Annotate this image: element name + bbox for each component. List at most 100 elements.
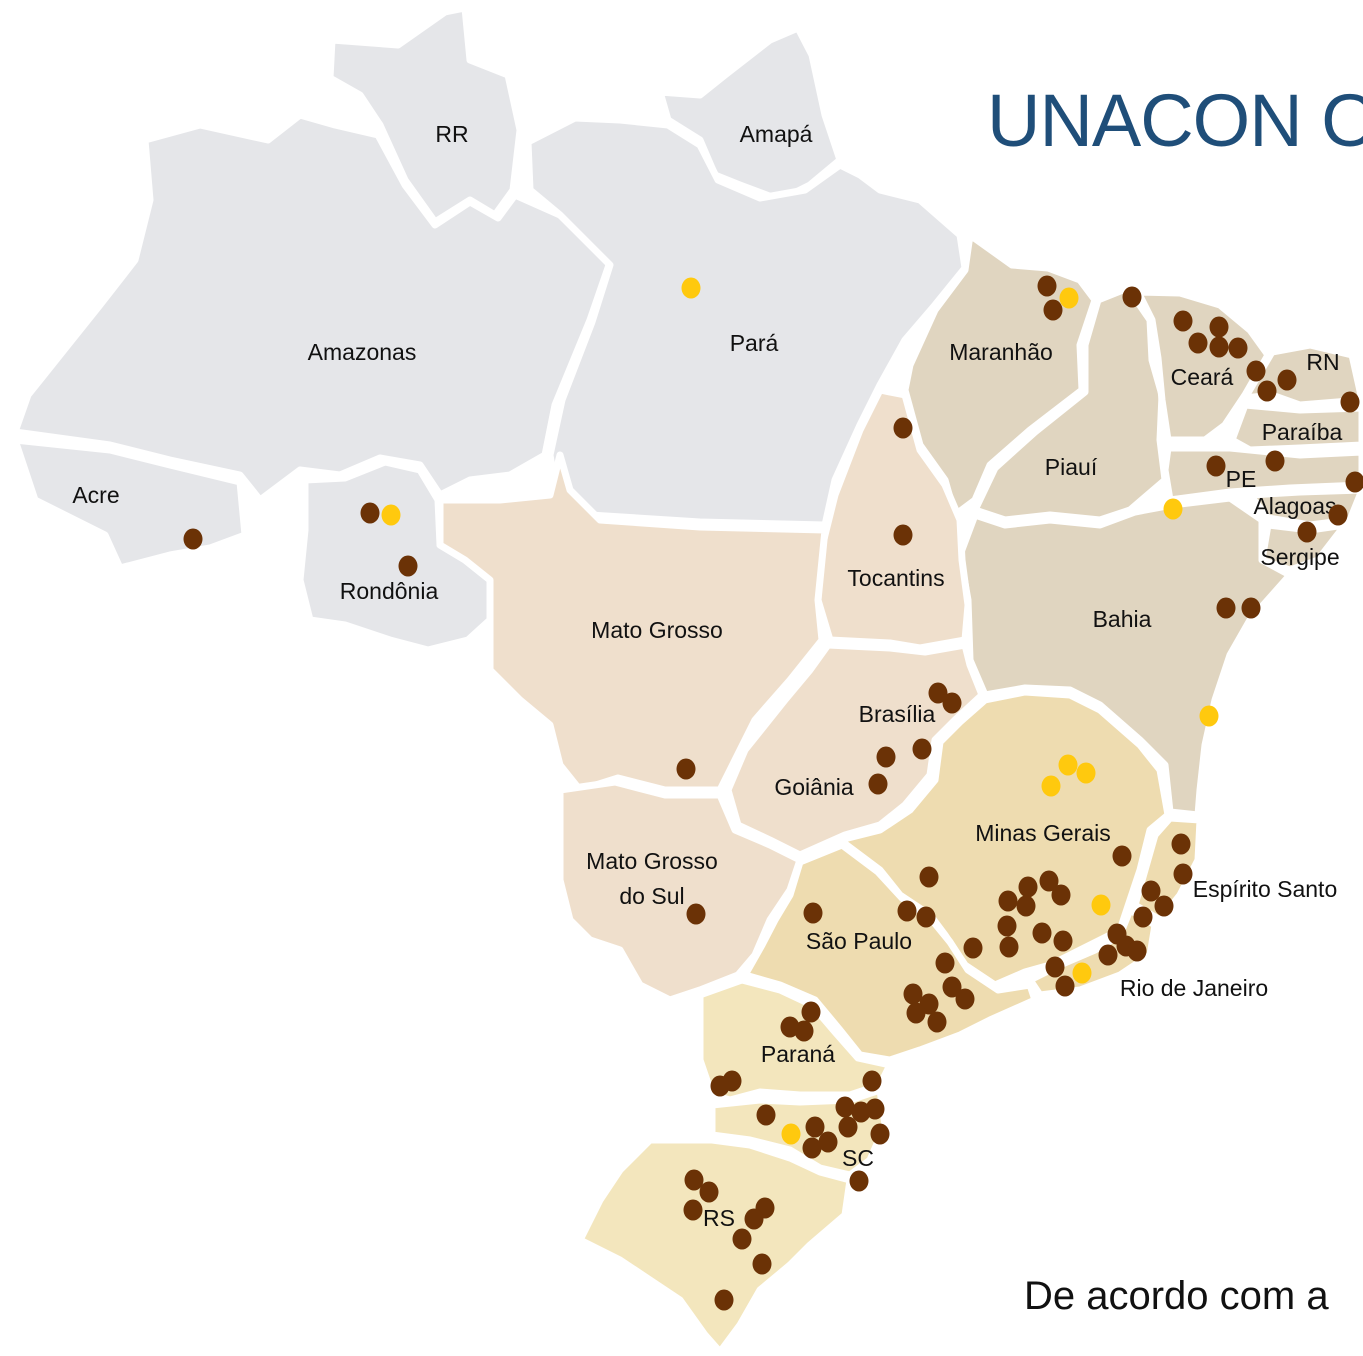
- marker-brown[interactable]: [1018, 876, 1038, 898]
- marker-brown[interactable]: [1297, 521, 1317, 543]
- marker-brown[interactable]: [942, 692, 962, 714]
- marker-brown[interactable]: [1053, 930, 1073, 952]
- marker-brown[interactable]: [1228, 337, 1248, 359]
- marker-brown[interactable]: [1340, 391, 1360, 413]
- marker-brown[interactable]: [1039, 870, 1059, 892]
- marker-brown[interactable]: [997, 915, 1017, 937]
- state-amazonas[interactable]: [11, 111, 614, 504]
- marker-brown[interactable]: [1173, 863, 1193, 885]
- marker-brown[interactable]: [916, 906, 936, 928]
- marker-brown[interactable]: [865, 1098, 885, 1120]
- state-roraima[interactable]: [326, 4, 524, 226]
- marker-brown[interactable]: [802, 1137, 822, 1159]
- marker-brown[interactable]: [1016, 895, 1036, 917]
- marker-brown[interactable]: [912, 738, 932, 760]
- marker-yellow[interactable]: [781, 1123, 801, 1145]
- marker-yellow[interactable]: [1163, 498, 1183, 520]
- marker-brown[interactable]: [1209, 316, 1229, 338]
- marker-brown[interactable]: [1257, 380, 1277, 402]
- marker-yellow[interactable]: [1072, 962, 1092, 984]
- marker-brown[interactable]: [1037, 275, 1057, 297]
- marker-yellow[interactable]: [1199, 705, 1219, 727]
- marker-brown[interactable]: [876, 746, 896, 768]
- marker-brown[interactable]: [1277, 369, 1297, 391]
- marker-brown[interactable]: [794, 1020, 814, 1042]
- marker-brown[interactable]: [998, 890, 1018, 912]
- state-piaui[interactable]: [971, 284, 1169, 524]
- marker-brown[interactable]: [1216, 597, 1236, 619]
- marker-brown[interactable]: [1171, 833, 1191, 855]
- marker-brown[interactable]: [732, 1228, 752, 1250]
- marker-brown[interactable]: [935, 952, 955, 974]
- marker-brown[interactable]: [1154, 895, 1174, 917]
- marker-brown[interactable]: [838, 1116, 858, 1138]
- marker-brown[interactable]: [1265, 450, 1285, 472]
- state-paraiba[interactable]: [1228, 401, 1363, 454]
- marker-brown[interactable]: [803, 902, 823, 924]
- marker-brown[interactable]: [919, 866, 939, 888]
- state-rs[interactable]: [576, 1136, 854, 1356]
- marker-brown[interactable]: [955, 988, 975, 1010]
- marker-brown[interactable]: [683, 1199, 703, 1221]
- marker-brown[interactable]: [963, 937, 983, 959]
- marker-brown[interactable]: [1345, 471, 1363, 493]
- marker-brown[interactable]: [942, 976, 962, 998]
- marker-brown[interactable]: [818, 1131, 838, 1153]
- marker-brown[interactable]: [1122, 286, 1142, 308]
- marker-brown[interactable]: [699, 1181, 719, 1203]
- marker-brown[interactable]: [1133, 906, 1153, 928]
- marker-brown[interactable]: [906, 1002, 926, 1024]
- marker-yellow[interactable]: [1058, 754, 1078, 776]
- marker-brown[interactable]: [927, 1011, 947, 1033]
- marker-brown[interactable]: [1188, 332, 1208, 354]
- marker-brown[interactable]: [1032, 922, 1052, 944]
- marker-brown[interactable]: [903, 983, 923, 1005]
- marker-brown[interactable]: [752, 1253, 772, 1275]
- marker-yellow[interactable]: [381, 504, 401, 526]
- marker-brown[interactable]: [360, 502, 380, 524]
- state-goias[interactable]: [724, 641, 986, 859]
- marker-brown[interactable]: [1045, 956, 1065, 978]
- marker-brown[interactable]: [1209, 336, 1229, 358]
- marker-brown[interactable]: [1055, 975, 1075, 997]
- marker-yellow[interactable]: [1059, 287, 1079, 309]
- marker-brown[interactable]: [801, 1001, 821, 1023]
- marker-brown[interactable]: [756, 1104, 776, 1126]
- marker-brown[interactable]: [928, 682, 948, 704]
- state-ceara[interactable]: [1134, 288, 1272, 444]
- marker-brown[interactable]: [849, 1170, 869, 1192]
- marker-brown[interactable]: [862, 1070, 882, 1092]
- marker-brown[interactable]: [1043, 299, 1063, 321]
- marker-brown[interactable]: [1141, 880, 1161, 902]
- state-bahia[interactable]: [956, 494, 1294, 819]
- marker-yellow[interactable]: [1076, 762, 1096, 784]
- marker-brown[interactable]: [897, 900, 917, 922]
- state-tocantins[interactable]: [814, 386, 972, 652]
- marker-brown[interactable]: [1241, 597, 1261, 619]
- marker-brown[interactable]: [999, 936, 1019, 958]
- marker-yellow[interactable]: [1041, 775, 1061, 797]
- marker-brown[interactable]: [398, 555, 418, 577]
- marker-yellow[interactable]: [1091, 894, 1111, 916]
- marker-brown[interactable]: [1051, 884, 1071, 906]
- marker-brown[interactable]: [893, 417, 913, 439]
- marker-yellow[interactable]: [681, 277, 701, 299]
- marker-brown[interactable]: [870, 1123, 890, 1145]
- marker-brown[interactable]: [676, 758, 696, 780]
- state-mato-grosso[interactable]: [436, 451, 829, 794]
- marker-brown[interactable]: [1112, 845, 1132, 867]
- marker-brown[interactable]: [1098, 944, 1118, 966]
- state-para[interactable]: [524, 114, 969, 529]
- marker-brown[interactable]: [1127, 940, 1147, 962]
- marker-brown[interactable]: [1173, 310, 1193, 332]
- marker-brown[interactable]: [1246, 360, 1266, 382]
- marker-brown[interactable]: [868, 773, 888, 795]
- marker-brown[interactable]: [714, 1289, 734, 1311]
- marker-brown[interactable]: [710, 1075, 730, 1097]
- marker-brown[interactable]: [835, 1096, 855, 1118]
- marker-brown[interactable]: [1206, 455, 1226, 477]
- marker-brown[interactable]: [686, 903, 706, 925]
- marker-brown[interactable]: [183, 528, 203, 550]
- marker-brown[interactable]: [893, 524, 913, 546]
- marker-brown[interactable]: [684, 1169, 704, 1191]
